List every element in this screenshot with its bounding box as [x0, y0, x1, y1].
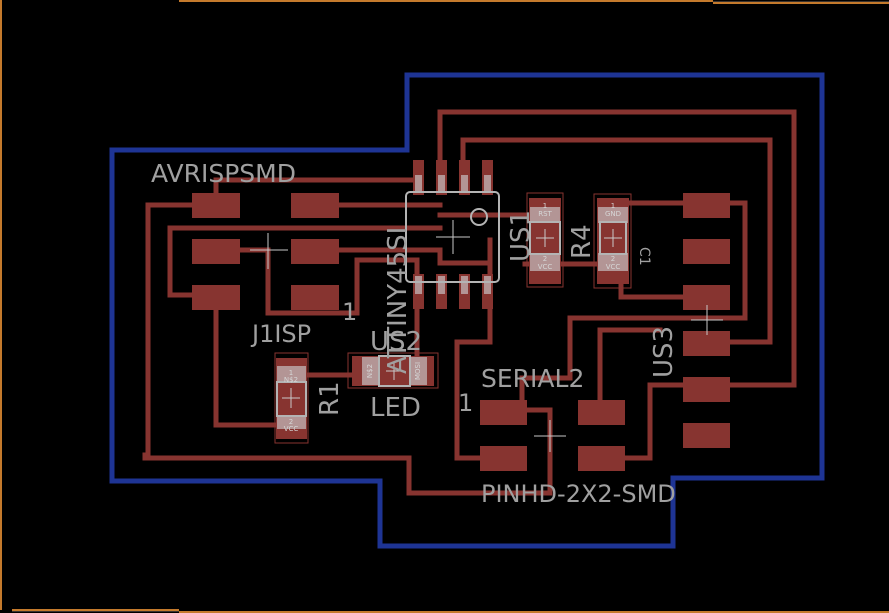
us1-pin2-number: 2	[543, 255, 547, 263]
c1-pin1-number: 1	[611, 202, 615, 210]
label-c1: C1	[636, 247, 652, 266]
r1-pin2-number: 2	[289, 418, 293, 426]
label-serial2: SERIAL2	[481, 364, 584, 393]
avrispsmd-pads	[192, 193, 339, 310]
isp-pad	[291, 285, 339, 310]
r1-pin1-name: N$2	[284, 376, 298, 384]
led-pin1-name: N$2	[366, 364, 374, 378]
label-r4: R4	[567, 224, 597, 259]
isp-pad	[192, 239, 240, 264]
label-isp-pin1: 1	[342, 298, 357, 326]
traces	[142, 109, 797, 496]
label-us3: US3	[649, 326, 679, 378]
us1-pin1-name: RST	[538, 210, 552, 218]
label-led: LED	[370, 393, 421, 423]
c1-pin2-name: VCC	[606, 263, 621, 271]
label-j1isp: J1ISP	[250, 320, 311, 348]
label-serial-pin1: 1	[458, 389, 473, 417]
label-attiny45: ATTINY45SI	[383, 227, 413, 374]
board-outline	[109, 72, 825, 549]
label-r1: R1	[315, 381, 345, 416]
attiny45-chip	[405, 160, 500, 309]
r1-pin1-number: 1	[289, 369, 293, 377]
label-us1: US1	[506, 210, 536, 262]
label-us2: US2	[370, 327, 422, 357]
label-pinhd-2x2-smd: PINHD-2X2-SMD	[481, 480, 676, 508]
isp-pad	[291, 239, 339, 264]
us1-pin1-number: 1	[543, 202, 547, 210]
r1-pin2-name: VCC	[284, 425, 299, 433]
us1-pin2-name: VCC	[538, 263, 553, 271]
led-pin2-name: MOSI	[414, 362, 422, 380]
us1-component: 1 RST 2 VCC	[526, 192, 564, 288]
silkscreen-labels: AVRISPSMD J1ISP 1 ATTINY45SI US1 R4 C1 U…	[151, 159, 679, 508]
isp-pad	[192, 193, 240, 218]
us3-header	[683, 193, 730, 448]
c1-pin2-number: 2	[611, 255, 615, 263]
c1-component: 1 GND 2 VCC	[593, 193, 632, 289]
r1-component: 1 N$2 2 VCC	[274, 352, 309, 444]
label-avrispsmd: AVRISPSMD	[151, 159, 296, 188]
serial2-header	[480, 400, 625, 471]
led-component: N$2 MOSI	[347, 352, 439, 389]
isp-pad	[192, 285, 240, 310]
c1-pin1-name: GND	[605, 210, 621, 218]
isp-pad	[291, 193, 339, 218]
